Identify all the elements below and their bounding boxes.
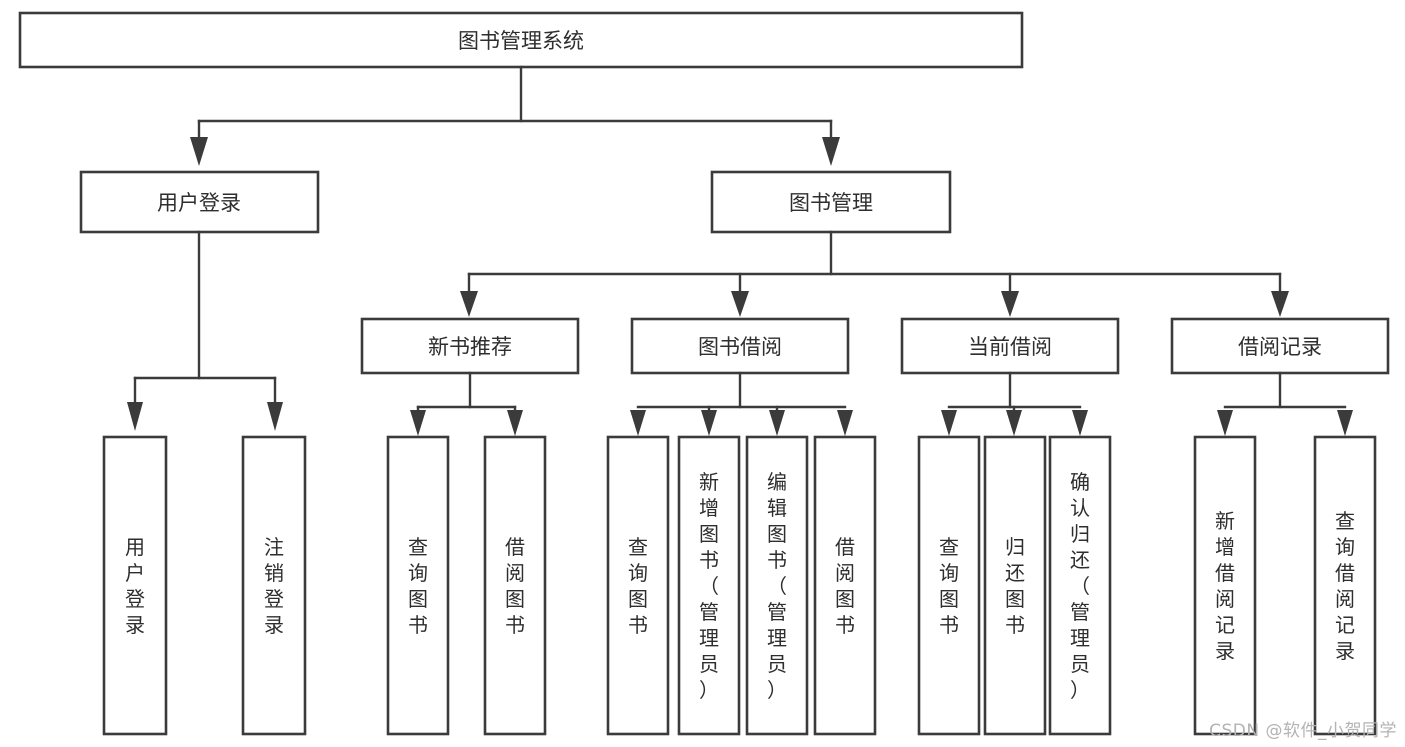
node-borrow-record-label: 借阅记录 [1238,335,1322,359]
node-borrow-record-box[interactable] [1170,317,1390,375]
node-borrow-record[interactable]: 借阅记录 [1170,317,1390,375]
node-new-book-recommend-box[interactable] [360,317,580,375]
leaf-box-new-book-1[interactable] [386,435,450,736]
arrow-new-book-leaf-2-icon [507,410,523,436]
arrow-to-borrow-record-icon [1271,291,1289,317]
leaf-box-book-borrow-1[interactable] [606,435,670,736]
node-root[interactable]: 图书管理系统 [18,11,1024,69]
leaf-box-current-borrow-2[interactable] [983,435,1047,736]
leaf-box-borrow-record-2[interactable] [1313,435,1377,736]
arrow-user-login-leaf-1-icon [127,402,143,431]
arrow-to-book-borrow-icon [731,291,749,317]
arrow-to-book-manage-icon [822,137,840,166]
node-book-borrow-label: 图书借阅 [698,335,782,359]
leaf-box-new-book-2[interactable] [483,435,547,736]
arrow-to-current-borrow-icon [1001,291,1019,317]
arrow-to-new-book-icon [460,291,478,317]
arrow-to-user-login-icon [190,137,208,166]
arrow-book-borrow-leaf-2-icon [701,410,717,436]
leaf-box-book-borrow-4[interactable] [813,435,877,736]
arrow-user-login-leaf-2-icon [267,402,283,431]
node-user-login-label: 用户登录 [157,191,241,215]
arrow-new-book-leaf-1-icon [410,410,426,436]
node-current-borrow-label: 当前借阅 [968,335,1052,359]
arrow-current-borrow-leaf-3-icon [1072,410,1088,436]
arrow-borrow-record-leaf-2-icon [1337,410,1353,436]
leaf-box-book-borrow-2[interactable] [677,435,741,736]
node-current-borrow-box[interactable] [900,317,1120,375]
leaf-box-user-login-2[interactable] [241,435,307,736]
node-root-label: 图书管理系统 [458,29,584,53]
arrow-current-borrow-leaf-2-icon [1006,410,1022,436]
arrow-current-borrow-leaf-1-icon [941,410,957,436]
arrow-book-borrow-leaf-4-icon [837,410,853,436]
node-book-manage-label: 图书管理 [789,191,873,215]
leaf-box-current-borrow-3[interactable] [1048,435,1112,736]
arrow-book-borrow-leaf-3-icon [769,410,785,436]
leaf-box-borrow-record-1[interactable] [1193,435,1257,736]
node-user-login[interactable]: 用户登录 [79,170,320,234]
csdn-watermark: CSDN @软件_小贺同学 [1209,721,1397,741]
node-book-borrow-box[interactable] [630,317,850,375]
leaf-box-current-borrow-1[interactable] [917,435,981,736]
node-book-borrow[interactable]: 图书借阅 [630,317,850,375]
arrow-book-borrow-leaf-1-icon [630,410,646,436]
node-new-book-recommend-label: 新书推荐 [428,335,512,359]
node-book-manage[interactable]: 图书管理 [710,170,952,234]
leaf-box-user-login-1[interactable] [102,435,168,736]
node-new-book-recommend[interactable]: 新书推荐 [360,317,580,375]
node-root-box[interactable] [18,11,1024,69]
arrow-borrow-record-leaf-1-icon [1217,410,1233,436]
node-book-manage-box[interactable] [710,170,952,234]
node-current-borrow[interactable]: 当前借阅 [900,317,1120,375]
leaf-box-book-borrow-3[interactable] [745,435,809,736]
